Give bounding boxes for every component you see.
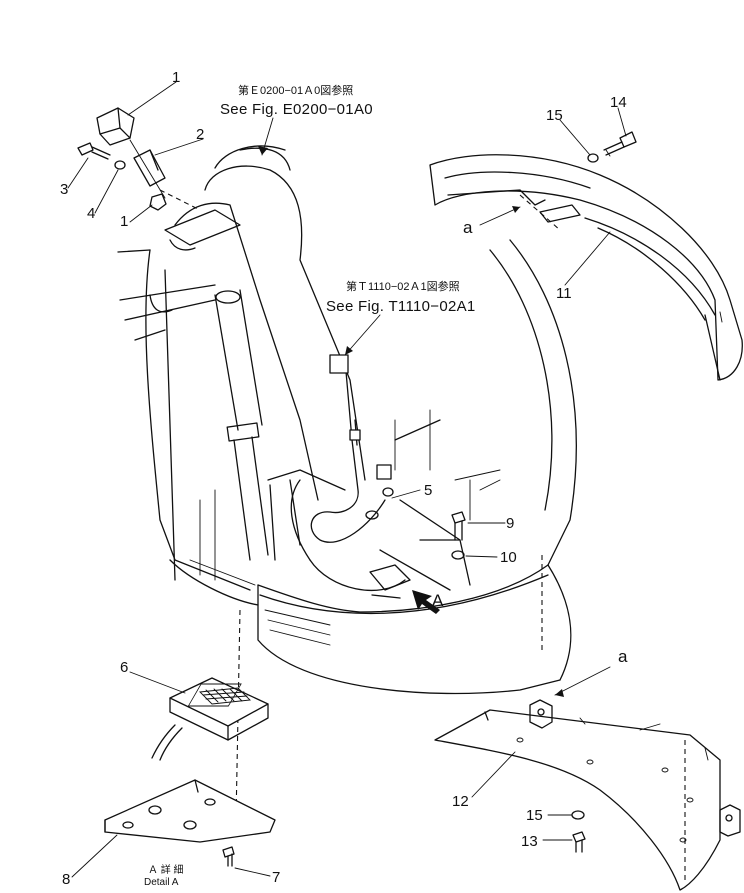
callout-1-low: 1 (120, 213, 128, 230)
point-a-bottom: a (618, 647, 628, 666)
ref-top-en: See Fig. E0200−01A0 (220, 101, 373, 118)
mounting-plate (104, 779, 276, 867)
ref-mid-en: See Fig. T1110−02A1 (326, 298, 476, 315)
callout-2: 2 (196, 126, 204, 143)
detail-jp: Ａ 詳 細 (148, 863, 184, 876)
view-letter-a: A (432, 591, 444, 610)
callout-8: 8 (62, 871, 70, 888)
callout-10: 10 (500, 549, 517, 566)
callout-13: 13 (521, 833, 538, 850)
reference-notes: 第Ｅ0200−01Ａ0図参照 See Fig. E0200−01A0 第Ｔ111… (144, 83, 628, 888)
callout-11: 11 (556, 285, 572, 302)
callout-15-top: 15 (546, 107, 563, 124)
callout-7: 7 (272, 869, 280, 886)
leader-lines (67, 81, 627, 878)
callout-1-top: 1 (172, 69, 180, 86)
callout-15-low: 15 (526, 807, 543, 824)
bottom-plate (434, 699, 741, 891)
callout-3: 3 (60, 181, 68, 198)
bolt-9-washer-10 (451, 511, 466, 560)
bolt-14-washer-15 (587, 131, 637, 163)
callout-14: 14 (610, 94, 627, 111)
foot-pedal (151, 677, 269, 761)
machine-body (117, 145, 577, 821)
callout-4: 4 (87, 205, 95, 222)
fender-cover (429, 154, 743, 381)
ref-mid-jp: 第Ｔ1110−02Ａ1図参照 (346, 279, 460, 293)
callout-6: 6 (120, 659, 128, 676)
point-a-top: a (463, 218, 473, 237)
switch-assembly (77, 107, 201, 211)
detail-en: Detail A (144, 877, 179, 888)
ref-top-jp: 第Ｅ0200−01Ａ0図参照 (238, 83, 353, 97)
callout-numbers: 1 1 2 3 4 5 6 7 8 9 10 11 12 13 14 15 15 (60, 69, 627, 888)
callout-9: 9 (506, 515, 514, 532)
callout-12: 12 (452, 793, 469, 810)
callout-5: 5 (424, 482, 432, 499)
